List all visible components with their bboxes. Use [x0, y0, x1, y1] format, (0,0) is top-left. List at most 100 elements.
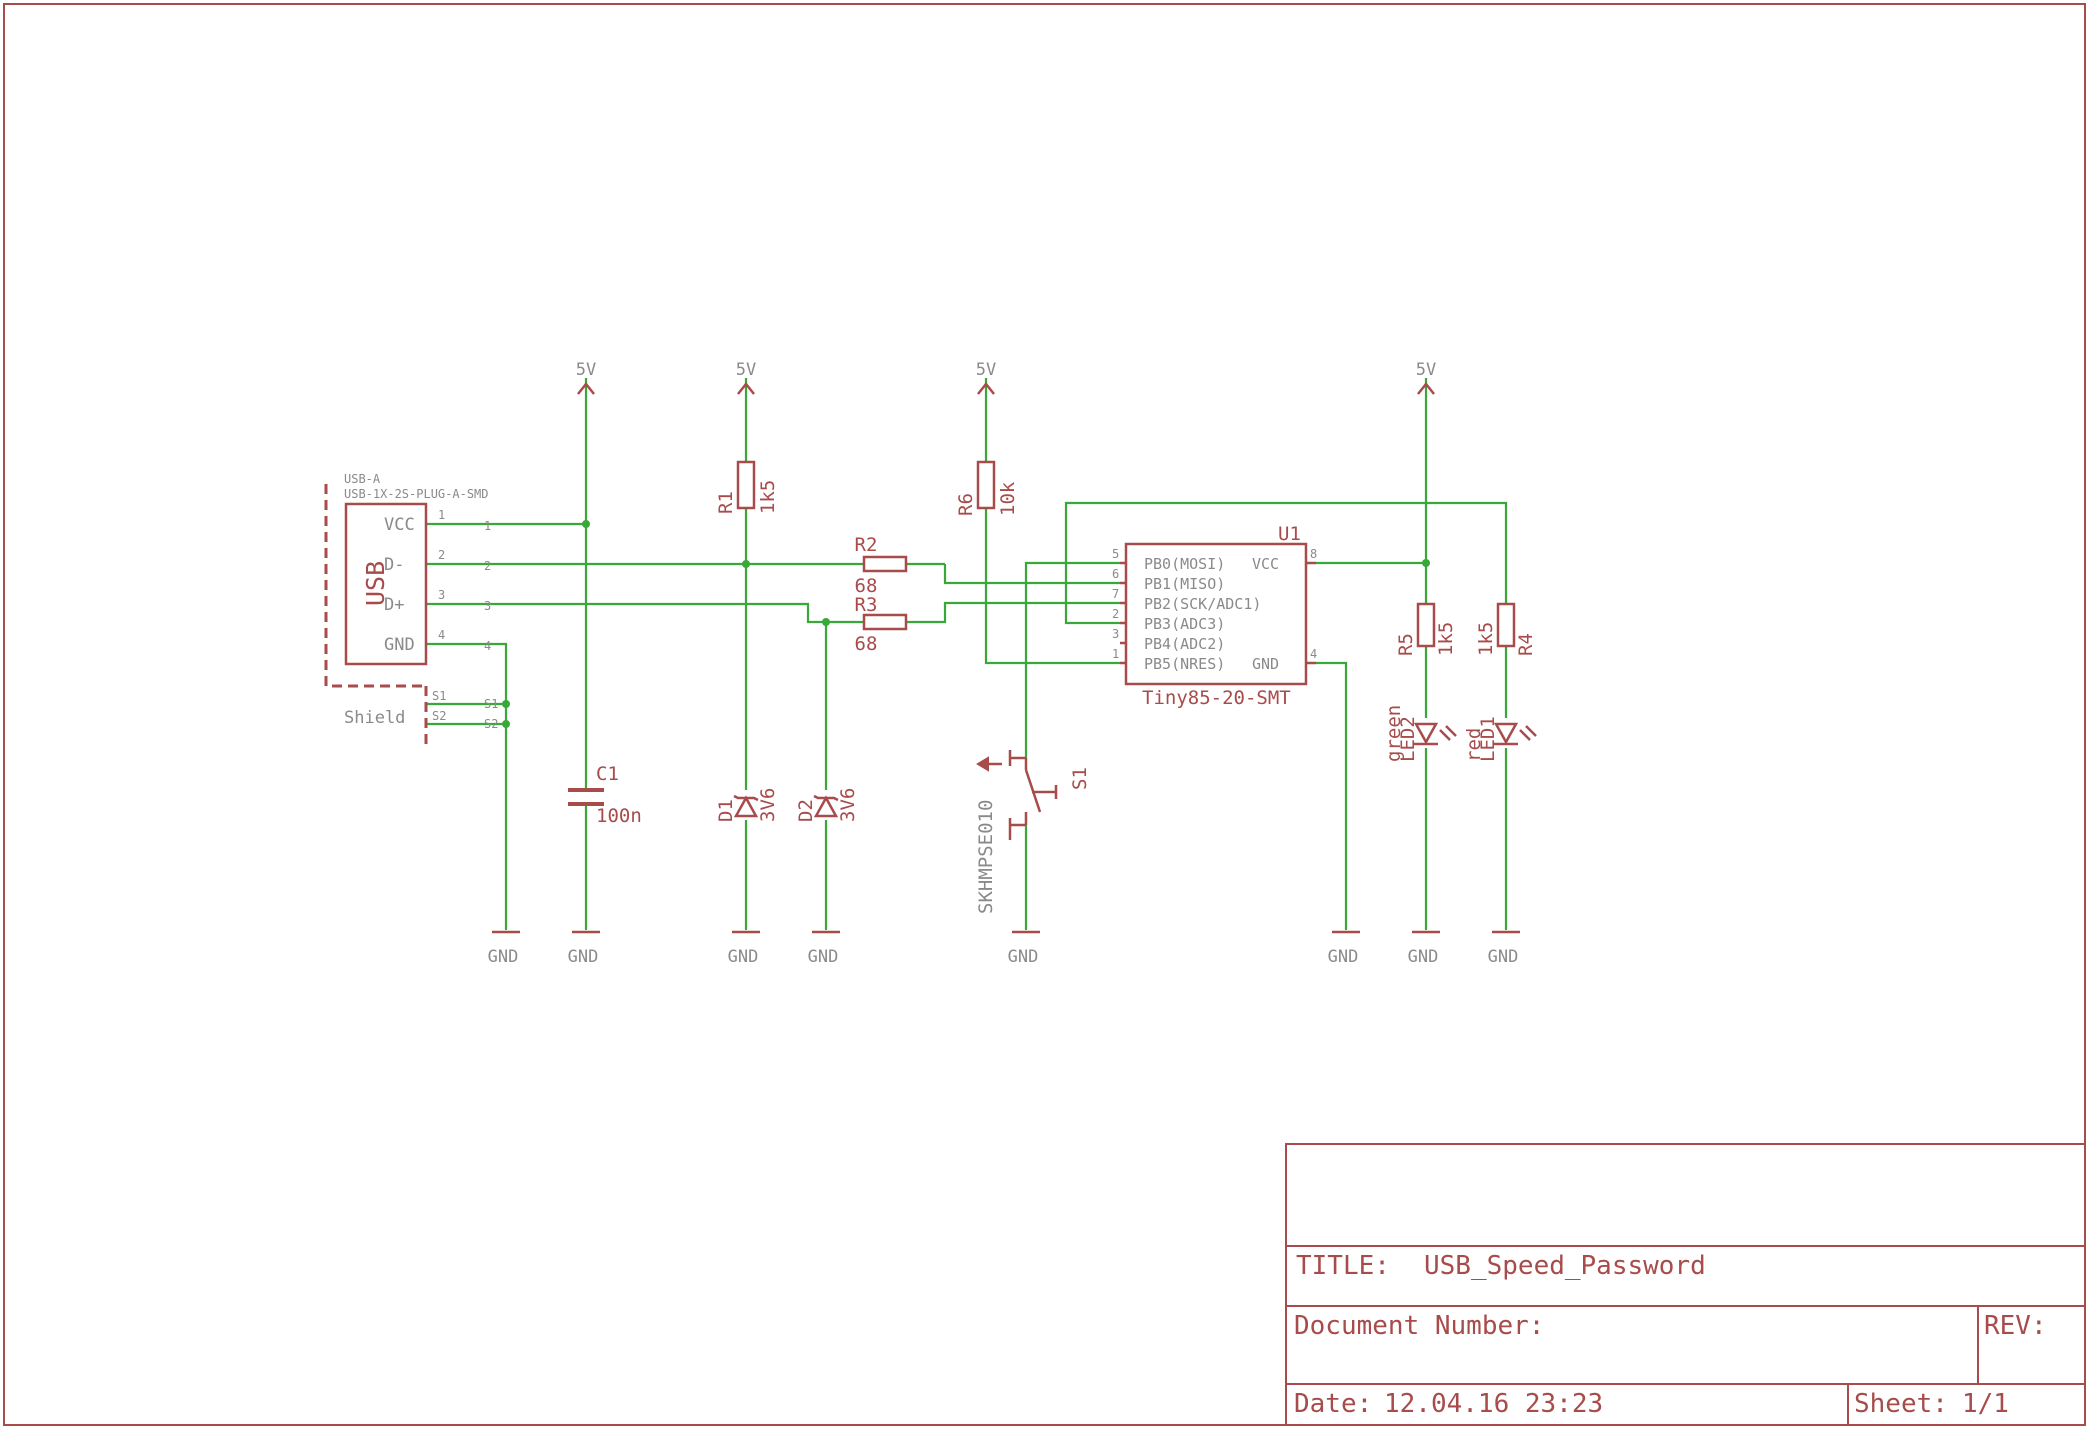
title-label: TITLE:: [1296, 1251, 1390, 1281]
title-block-frame: [1285, 1143, 2086, 1426]
wire-usb-gnd: [426, 642, 508, 930]
u1-pin-num: 8: [1310, 547, 1317, 561]
zener-d1: D1 3V6: [715, 788, 779, 822]
u1-pin-num: 5: [1112, 547, 1119, 561]
supply-label: 5V: [576, 360, 596, 380]
u1-pin-num: 6: [1112, 567, 1119, 581]
c1-value: 100n: [596, 805, 642, 827]
gnd-label: GND: [1008, 947, 1039, 967]
junction-dot: [582, 520, 590, 528]
wire-r3-pb2: [906, 601, 1120, 624]
wire-u1-gnd: [1316, 661, 1348, 930]
usb-pin-vcc: VCC: [384, 515, 415, 535]
d2-name: D2: [795, 799, 817, 822]
d1-name: D1: [715, 799, 737, 822]
supply-label: 5V: [736, 360, 756, 380]
usb-pin-num: 1: [438, 508, 445, 522]
resistor-r6: R6 10k: [955, 460, 1019, 516]
wire-pb0-s1: [1024, 561, 1120, 758]
c1-name: C1: [596, 763, 619, 785]
junctions: [502, 520, 1430, 728]
gnd-label: GND: [1328, 947, 1359, 967]
junction-dot: [742, 560, 750, 568]
gnd-symbols: GND GND GND GND GND GND GND GND: [488, 930, 1520, 967]
date-label: Date:: [1294, 1389, 1372, 1419]
usb-pad-num: 2: [484, 559, 491, 573]
usb-shield-pad: S1: [484, 697, 498, 711]
led1-color: red: [1463, 728, 1485, 762]
usb-package-label: USB-1X-2S-PLUG-A-SMD: [344, 487, 489, 501]
d1-value: 3V6: [757, 788, 779, 822]
junction-dot: [1422, 559, 1430, 567]
gnd-label: GND: [808, 947, 839, 967]
u1-pin-num: 7: [1112, 587, 1119, 601]
wire-pb3-r4: [1064, 501, 1508, 625]
gnd-label: GND: [568, 947, 599, 967]
supply-label: 5V: [976, 360, 996, 380]
zener-d2: D2 3V6: [795, 788, 859, 822]
sheet-value: 1/1: [1962, 1389, 2009, 1419]
r2-name: R2: [855, 534, 878, 556]
led1-name: LED1: [1477, 716, 1499, 762]
usb-shield-label: Shield: [344, 708, 405, 728]
r1-name: R1: [715, 491, 737, 514]
u1-pin-pb1: PB1(MISO): [1144, 575, 1225, 593]
led2-color: green: [1383, 705, 1405, 762]
usb-type-label: USB-A: [344, 472, 381, 486]
u1-pin-pb2: PB2(SCK/ADC1): [1144, 595, 1261, 613]
resistor-r1: R1 1k5: [715, 460, 779, 514]
wire-r6-pb5: [984, 508, 1120, 665]
u1-pin-num: 4: [1310, 647, 1317, 661]
resistor-r2: R2 68: [855, 534, 908, 597]
usb-outline-dashed: [324, 484, 426, 688]
led-led1: red LED1: [1463, 716, 1537, 762]
title-block: TITLE: USB_Speed_Password Document Numbe…: [1285, 1143, 2086, 1426]
wire-r2-pb1: [943, 564, 1120, 585]
gnd-label: GND: [488, 947, 519, 967]
r4-name: R4: [1515, 633, 1537, 656]
d2-value: 3V6: [837, 788, 859, 822]
u1-pin-pb3: PB3(ADC3): [1144, 615, 1225, 633]
junction-dot: [502, 720, 510, 728]
usb-pin-gnd: GND: [384, 635, 415, 655]
u1-pin-gnd: GND: [1252, 655, 1279, 673]
gnd-label: GND: [1408, 947, 1439, 967]
supply-label: 5V: [1416, 360, 1436, 380]
ic-u1: U1 Tiny85-20-SMT PB0(MOSI) PB1(MISO) PB2…: [1112, 523, 1317, 709]
sheet-frame: [3, 3, 2086, 1426]
r3-value: 68: [855, 633, 878, 655]
rev-label: REV:: [1984, 1311, 2047, 1341]
led2-name: LED2: [1397, 716, 1419, 762]
usb-pin-num: 2: [438, 548, 445, 562]
led-led2: green LED2: [1383, 705, 1457, 762]
usb-pad-num: 4: [484, 639, 491, 653]
wire-dplus: [426, 602, 864, 624]
usb-shield-pin: S1: [432, 689, 446, 703]
u1-name: U1: [1278, 523, 1301, 545]
u1-pin-pb4: PB4(ADC2): [1144, 635, 1225, 653]
junction-dot: [822, 618, 830, 626]
r4-value: 1k5: [1475, 622, 1497, 656]
supply-5v-2: 5V: [736, 360, 756, 395]
gnd-label: GND: [1488, 947, 1519, 967]
u1-pin-num: 1: [1112, 647, 1119, 661]
gnd-label: GND: [728, 947, 759, 967]
r6-name: R6: [955, 493, 977, 516]
r1-value: 1k5: [757, 480, 779, 514]
r3-name: R3: [855, 594, 878, 616]
usb-pad-num: 3: [484, 599, 491, 613]
r2-value: 68: [855, 575, 878, 597]
supply-5v-4: 5V: [1416, 360, 1436, 395]
wires: [426, 378, 1508, 930]
usb-body: [344, 502, 428, 666]
usb-pin-num: 3: [438, 588, 445, 602]
usb-pad-num: 1: [484, 519, 491, 533]
u1-pin-num: 3: [1112, 627, 1119, 641]
usb-shield-pin: S2: [432, 709, 446, 723]
r5-value: 1k5: [1435, 622, 1457, 656]
resistor-r4: 1k5 R4: [1475, 602, 1537, 656]
switch-s1: S1 SKHMPSE010: [975, 750, 1091, 914]
usb-connector: USB-A USB-1X-2S-PLUG-A-SMD USB VCC D- D+…: [324, 472, 498, 746]
usb-shield-pad: S2: [484, 717, 498, 731]
